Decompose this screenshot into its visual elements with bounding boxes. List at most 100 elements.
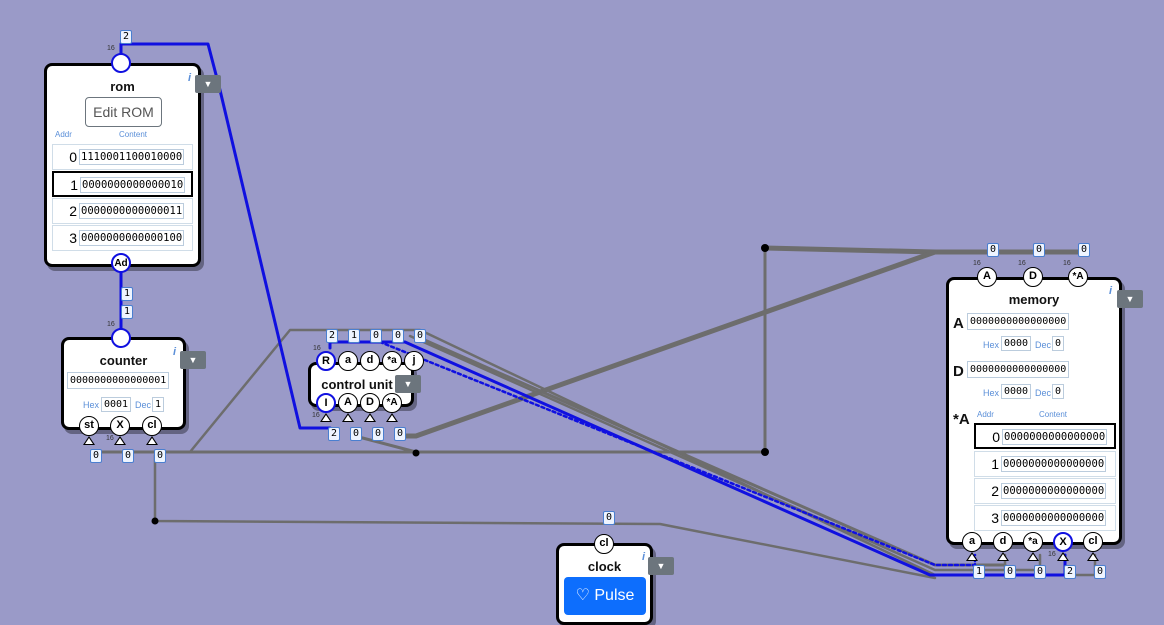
register-a-dec[interactable]: 0 <box>1052 336 1065 351</box>
counter-pin-st[interactable]: st <box>79 416 99 436</box>
counter-title: counter <box>99 353 148 368</box>
info-icon[interactable]: i <box>1109 285 1113 297</box>
rom-row-content[interactable]: 0000000000000011 <box>79 203 185 219</box>
input-arrow-icon <box>1087 552 1099 561</box>
mem-d-in-value: 0 <box>1033 243 1046 257</box>
counter-dec[interactable]: 1 <box>152 397 165 412</box>
mem-pin-a[interactable]: A <box>977 267 997 287</box>
ram-label: *A <box>953 411 970 428</box>
rom-row-content[interactable]: 1110001100010000 <box>79 149 185 165</box>
counter-component[interactable]: counter i 0000000000000001 Hex 0001 Dec … <box>61 337 186 430</box>
counter-input-value: 1 <box>121 305 134 319</box>
ram-row-addr: 1 <box>991 456 999 472</box>
info-icon[interactable]: i <box>188 72 192 84</box>
info-icon[interactable]: i <box>173 346 177 358</box>
clock-component[interactable]: clock i ♡ Pulse <box>556 543 653 625</box>
cu-pin-star-a[interactable]: *a <box>382 351 402 371</box>
rom-output-pin[interactable]: Ad <box>111 253 131 273</box>
rom-row-addr: 1 <box>70 177 78 193</box>
counter-menu-button[interactable]: ▼ <box>180 351 206 369</box>
memory-menu-button[interactable]: ▼ <box>1117 290 1143 308</box>
counter-x-value: 0 <box>122 449 135 463</box>
cu-pin-j[interactable]: j <box>404 351 424 371</box>
input-arrow-icon <box>1027 552 1039 561</box>
rom-row-content[interactable]: 0000000000000100 <box>79 230 185 246</box>
width-label: 16 <box>312 412 320 419</box>
mem-pin-x[interactable]: X <box>1053 532 1073 552</box>
ram-row-content[interactable]: 0000000000000000 <box>1001 510 1107 526</box>
addr-header: Addr <box>977 410 994 419</box>
wire <box>397 249 938 439</box>
edit-rom-button[interactable]: Edit ROM <box>85 97 162 127</box>
ram-row-content[interactable]: 0000000000000000 <box>1002 429 1108 445</box>
counter-st-value: 0 <box>90 449 103 463</box>
rom-row[interactable]: 2 0000000000000011 <box>52 198 193 224</box>
rom-row-current[interactable]: 1 0000000000000010 <box>52 171 193 197</box>
cu-pin-out-d[interactable]: D <box>360 393 380 413</box>
wire <box>94 246 767 454</box>
rom-address-pin[interactable] <box>111 53 131 73</box>
memory-component[interactable]: memory i A 0000000000000000 Hex 0000 Dec… <box>946 277 1122 545</box>
ram-row-content[interactable]: 0000000000000000 <box>1001 483 1107 499</box>
cu-pin-i[interactable]: I <box>316 393 336 413</box>
input-arrow-icon <box>83 436 95 445</box>
dec-label: Dec <box>1035 340 1052 350</box>
counter-binary[interactable]: 0000000000000001 <box>67 372 170 389</box>
rom-output-value: 1 <box>121 287 134 301</box>
junction-dot <box>761 448 769 456</box>
info-icon[interactable]: i <box>642 551 646 563</box>
register-a-binary[interactable]: 0000000000000000 <box>967 313 1070 330</box>
mem-pin-d-load[interactable]: d <box>993 532 1013 552</box>
clock-title: clock <box>587 559 622 574</box>
junction-dot <box>151 517 159 525</box>
rom-row[interactable]: 3 0000000000000100 <box>52 225 193 251</box>
register-d-binary[interactable]: 0000000000000000 <box>967 361 1070 378</box>
control-unit-menu-button[interactable]: ▼ <box>395 375 421 393</box>
input-arrow-icon <box>114 436 126 445</box>
ram-row-content[interactable]: 0000000000000000 <box>1001 456 1107 472</box>
ram-row[interactable]: 1 0000000000000000 <box>974 451 1116 477</box>
register-d-hex[interactable]: 0000 <box>1001 384 1032 399</box>
clock-value: 0 <box>603 511 616 525</box>
cu-pin-r[interactable]: R <box>316 351 336 371</box>
register-a-hex[interactable]: 0000 <box>1001 336 1032 351</box>
pulse-button[interactable]: ♡ Pulse <box>564 577 646 615</box>
counter-pin-x[interactable]: X <box>110 416 130 436</box>
mem-pin-d[interactable]: D <box>1023 267 1043 287</box>
mem-pin-star-a-load[interactable]: *a <box>1023 532 1043 552</box>
rom-menu-button[interactable]: ▼ <box>195 75 221 93</box>
cu-pin-out-star-a[interactable]: *A <box>382 393 402 413</box>
content-header: Content <box>1039 410 1068 419</box>
counter-input-pin[interactable] <box>111 328 131 348</box>
register-d-dec[interactable]: 0 <box>1052 384 1065 399</box>
mem-pin-a-load[interactable]: a <box>962 532 982 552</box>
clock-pin[interactable]: cl <box>594 534 614 554</box>
cu-pin-d[interactable]: d <box>360 351 380 371</box>
hex-label: Hex <box>983 388 1000 398</box>
clock-menu-button[interactable]: ▼ <box>648 557 674 575</box>
mem-pin-star-a[interactable]: *A <box>1068 267 1088 287</box>
mem-star-a-in-value: 0 <box>1078 243 1091 257</box>
mem-star-a-load-value: 0 <box>1034 565 1047 579</box>
wire <box>153 453 937 580</box>
cu-i-value: 2 <box>328 427 341 441</box>
rom-component[interactable]: rom i Edit ROM Addr Content 0 1110001100… <box>44 63 201 267</box>
pulse-label: Pulse <box>594 587 635 604</box>
rom-row-addr: 0 <box>69 149 77 165</box>
counter-pin-cl[interactable]: cl <box>142 416 162 436</box>
rom-row-content[interactable]: 0000000000000010 <box>80 177 186 193</box>
mem-pin-cl[interactable]: cl <box>1083 532 1103 552</box>
ram-row-current[interactable]: 0 0000000000000000 <box>974 423 1116 449</box>
heart-icon: ♡ <box>575 587 590 604</box>
mem-cl-value: 0 <box>1094 565 1107 579</box>
hex-label: Hex <box>983 340 1000 350</box>
ram-row[interactable]: 2 0000000000000000 <box>974 478 1116 504</box>
register-d-label: D <box>953 363 964 380</box>
cu-pin-a[interactable]: a <box>338 351 358 371</box>
width-label: 16 <box>1048 551 1056 558</box>
counter-hex[interactable]: 0001 <box>101 397 132 412</box>
cu-pin-out-a[interactable]: A <box>338 393 358 413</box>
input-arrow-icon <box>966 552 978 561</box>
ram-row[interactable]: 3 0000000000000000 <box>974 505 1116 531</box>
rom-row[interactable]: 0 1110001100010000 <box>52 144 193 170</box>
